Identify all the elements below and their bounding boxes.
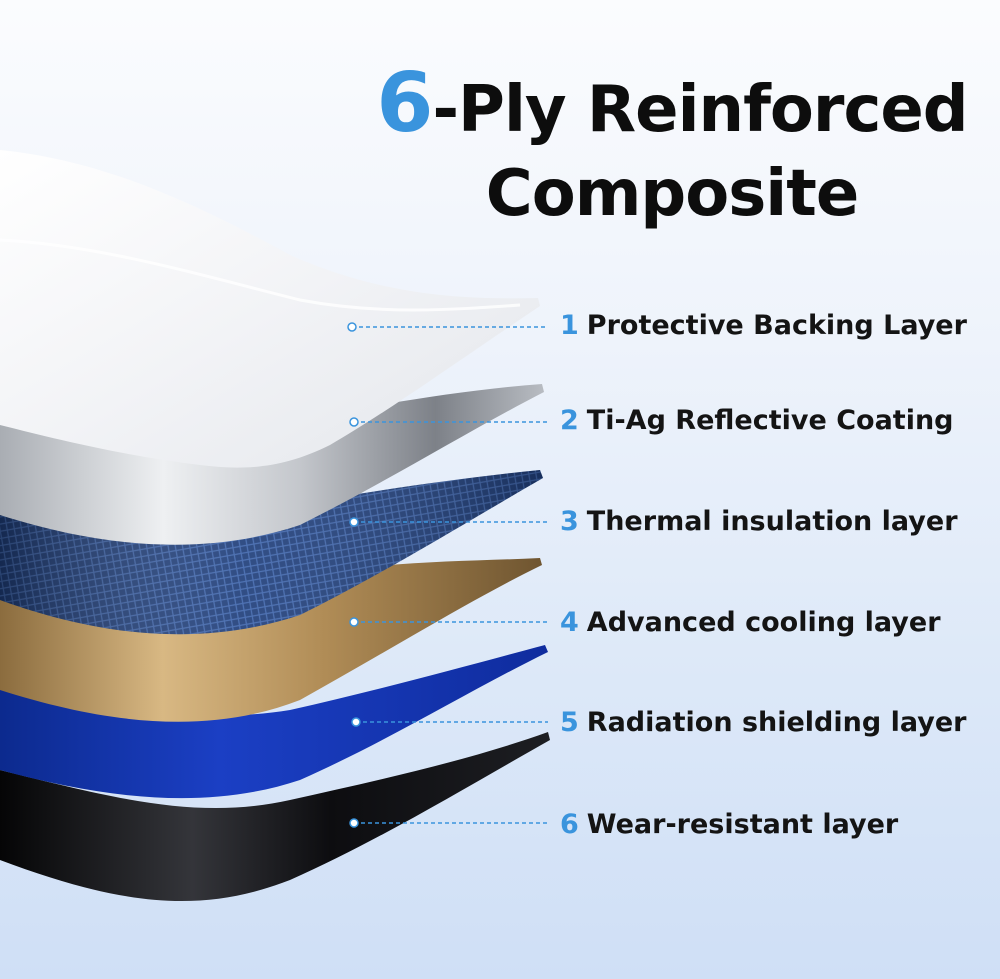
layer-text-1: Protective Backing Layer <box>586 310 967 341</box>
leader-dot-4 <box>349 617 359 627</box>
layer-text-3: Thermal insulation layer <box>586 506 958 537</box>
leader-dots <box>347 322 361 828</box>
layer-1-highlight <box>0 238 521 312</box>
layer-number-3: 3 <box>560 506 579 537</box>
layer-number-2: 2 <box>560 405 579 436</box>
page-title: 6-Ply Reinforced Composite <box>362 62 982 236</box>
layer-text-6: Wear-resistant layer <box>586 809 899 840</box>
title-highlight-number: 6 <box>376 56 433 151</box>
leader-dot-6 <box>349 818 359 828</box>
layer-6-sheet <box>0 732 550 902</box>
layer-text-2: Ti-Ag Reflective Coating <box>586 405 954 436</box>
title-line-2: Composite <box>485 157 859 231</box>
layer-4-sheet <box>0 558 542 722</box>
leader-dot-2 <box>349 417 359 427</box>
title-line-1-text: -Ply Reinforced <box>432 73 968 147</box>
title-line-1: 6-Ply Reinforced <box>362 62 982 152</box>
leader-dot-5 <box>351 717 361 727</box>
layer-text-5: Radiation shielding layer <box>586 707 967 738</box>
leader-dot-1 <box>347 322 357 332</box>
layer-3-shading <box>0 470 543 635</box>
layer-number-1: 1 <box>560 310 579 341</box>
layer-number-6: 6 <box>560 809 579 840</box>
leader-dot-3 <box>349 517 359 527</box>
layer-1-sheet <box>0 150 540 468</box>
layer-text-4: Advanced cooling layer <box>586 607 941 638</box>
layer-number-4: 4 <box>560 607 579 638</box>
layer-5-sheet <box>0 645 548 799</box>
layer-number-5: 5 <box>560 707 579 738</box>
leader-lines <box>352 326 548 824</box>
